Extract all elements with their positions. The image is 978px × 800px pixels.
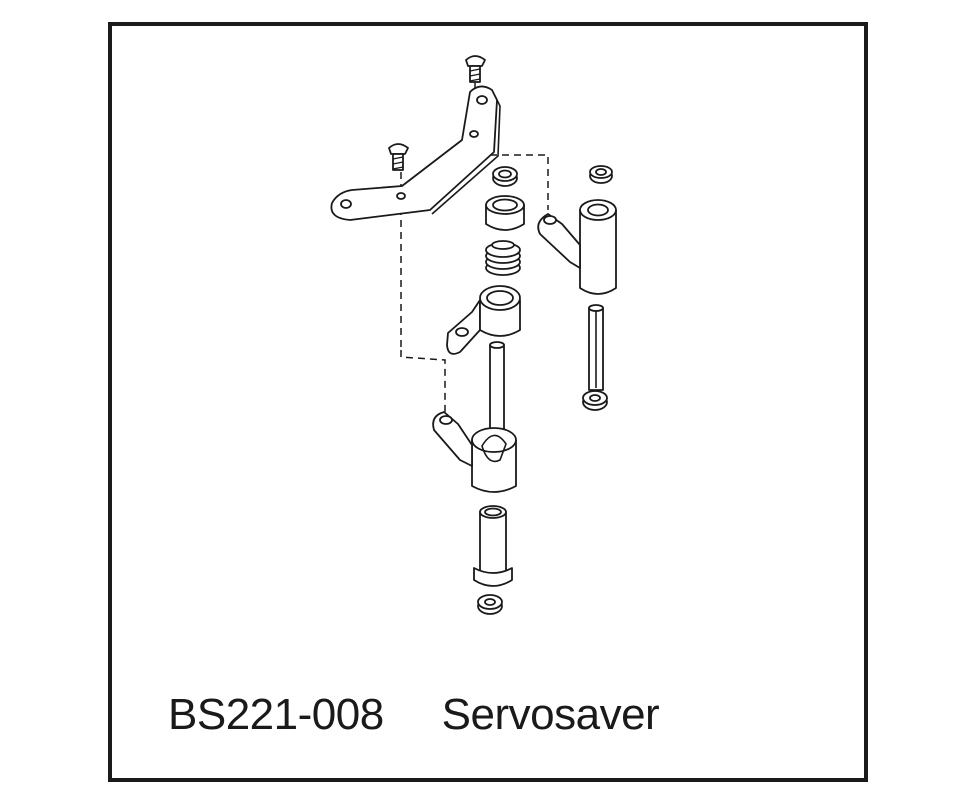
screw-top-right	[465, 55, 486, 83]
center-post	[489, 341, 505, 431]
right-nut	[589, 165, 613, 184]
lower-bellcrank	[432, 411, 517, 493]
servo-saver-arm	[446, 285, 521, 355]
right-post	[588, 304, 604, 391]
center-spring	[485, 240, 521, 276]
lower-post	[473, 505, 513, 587]
center-bushing	[485, 195, 525, 231]
screw-top-left	[388, 143, 409, 171]
part-number: BS221-008	[168, 690, 384, 739]
right-bottom-nut	[582, 390, 608, 411]
lower-bottom-nut	[477, 594, 503, 615]
center-nut	[492, 166, 518, 187]
part-caption: BS221-008 Servosaver	[168, 690, 660, 746]
linkage-plate	[330, 85, 501, 221]
part-name: Servosaver	[441, 690, 660, 739]
right-bellcrank	[537, 199, 617, 295]
